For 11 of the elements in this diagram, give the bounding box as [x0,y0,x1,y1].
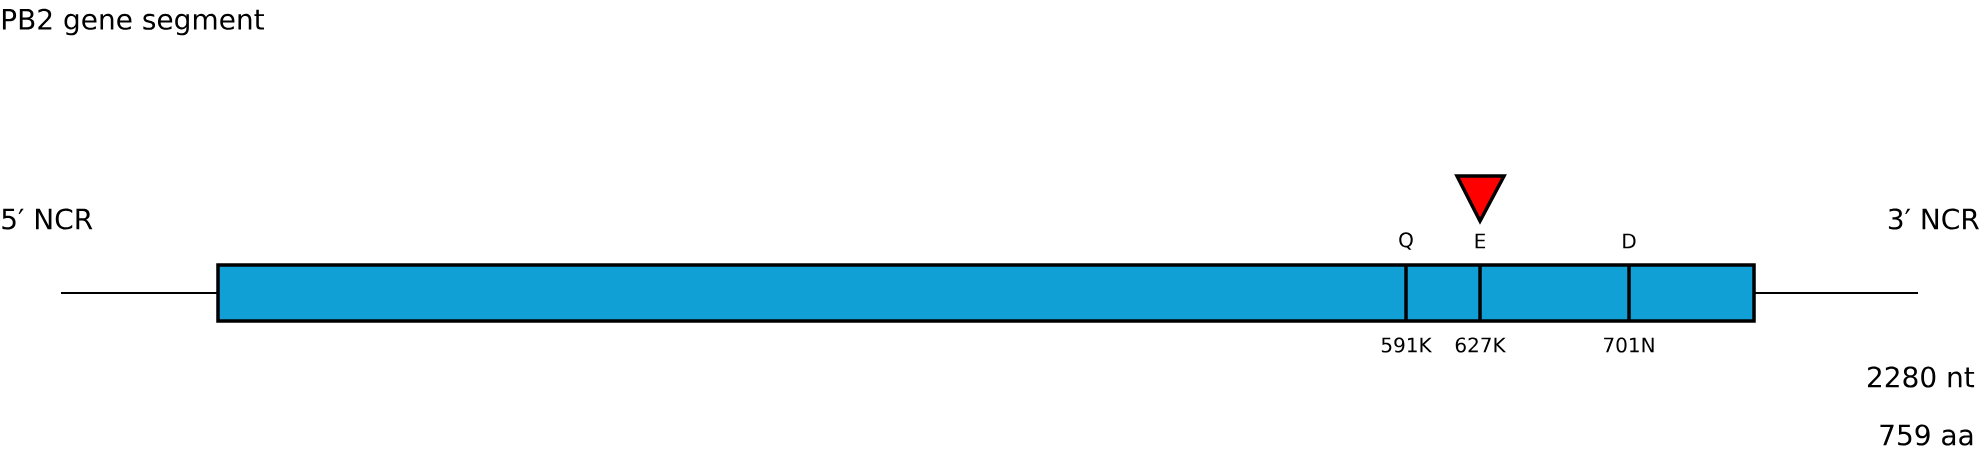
length-label: 759 aa [1880,424,1973,446]
residue-label: E [1475,233,1486,249]
region-label: 3′ NCR [1888,208,1979,230]
residue-label: Q [1399,232,1413,250]
mutation-label: 701N [1604,337,1654,353]
residue-label: D [1623,233,1636,249]
title: PB2 gene segment [2,8,264,36]
mutation-label: 627K [1455,337,1507,353]
region-label: 5′ NCR [2,208,93,230]
length-label: 2280 nt [1868,366,1975,388]
mutation-label: 591K [1381,337,1433,353]
